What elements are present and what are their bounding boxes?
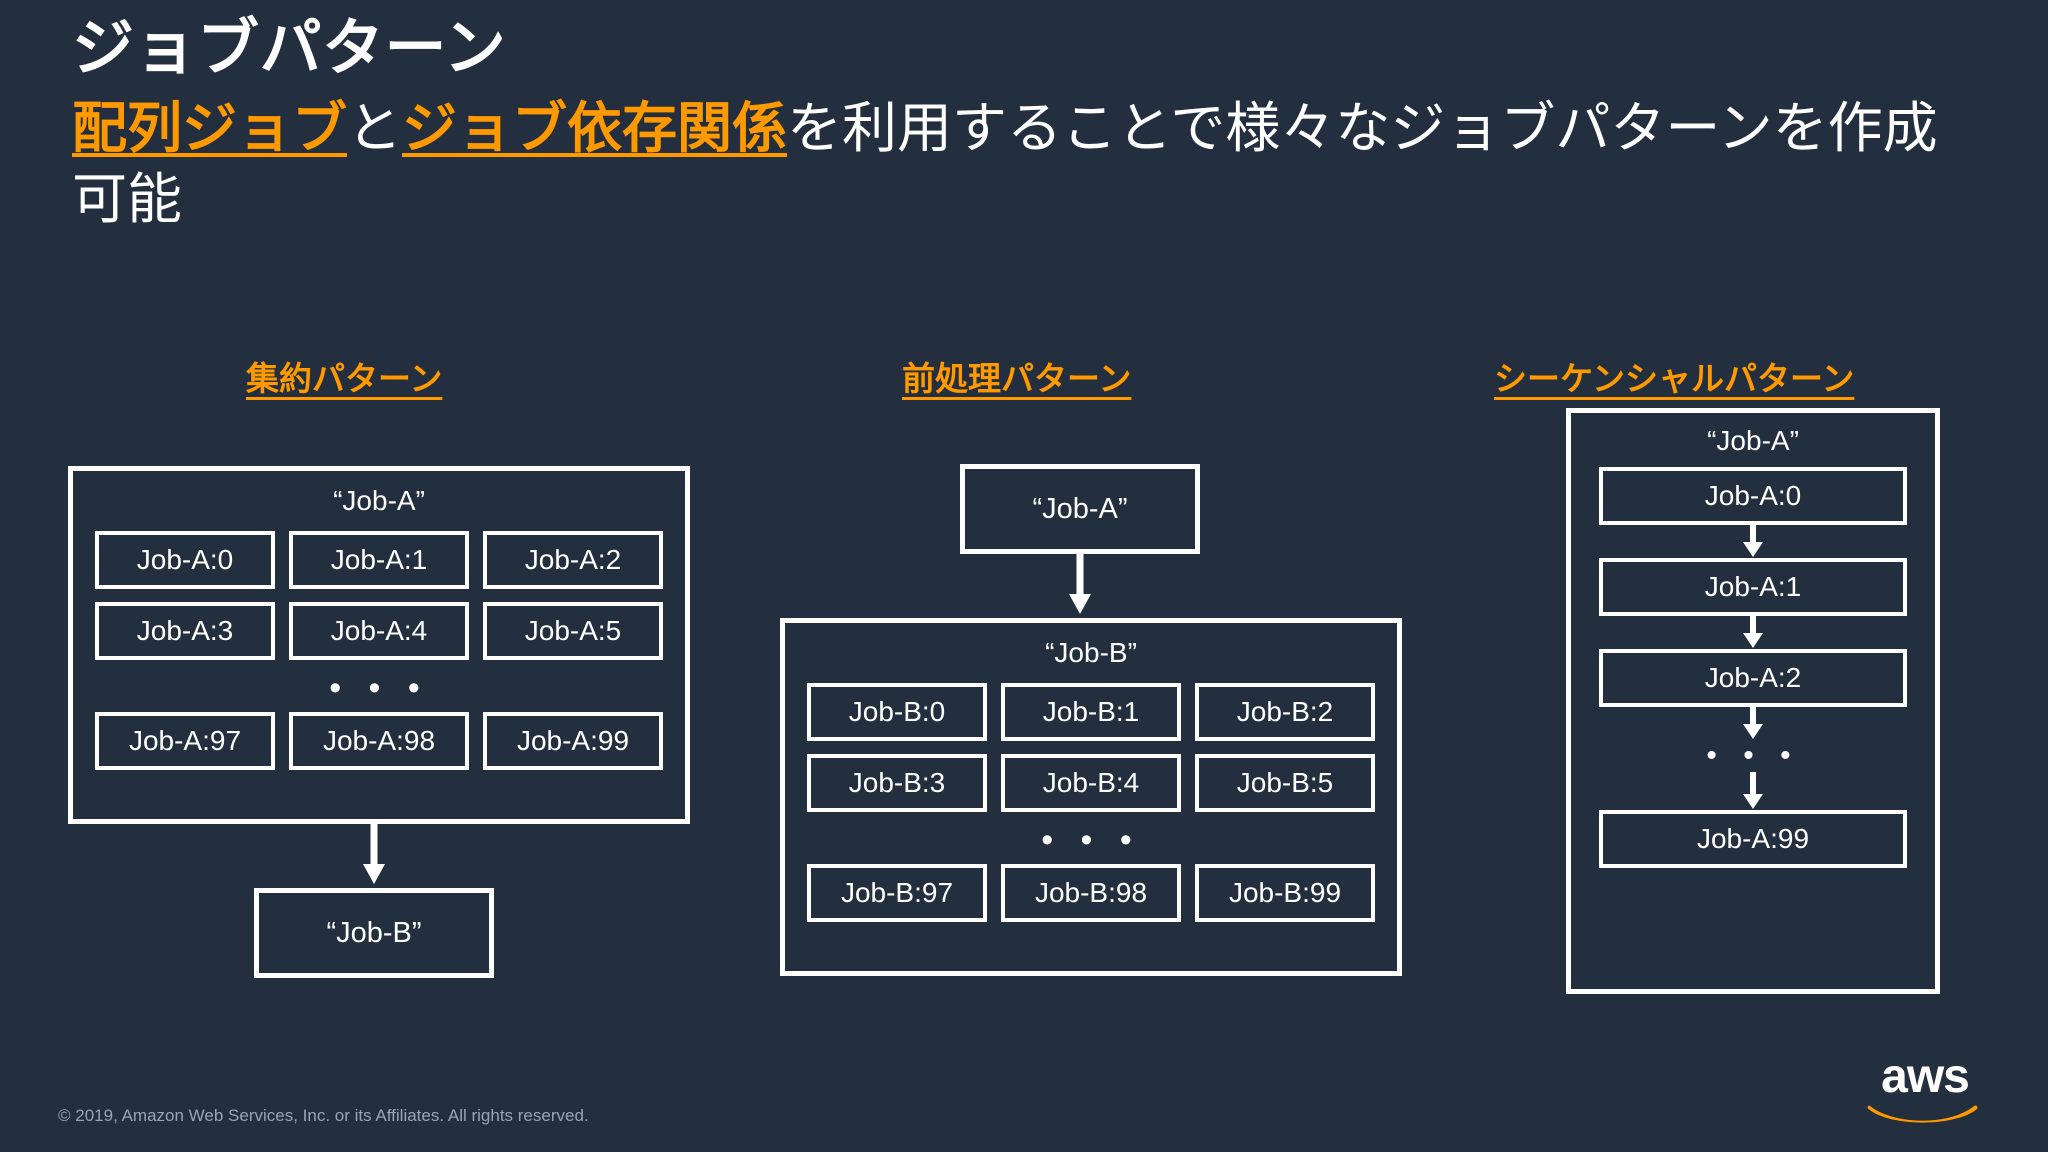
job-box[interactable]: Job-B:1 <box>1001 683 1181 741</box>
seq-job-box[interactable]: Job-A:2 <box>1599 649 1907 707</box>
array-group-job-b: “Job-B” Job-B:0 Job-B:1 Job-B:2 Job-B:3 … <box>780 618 1402 976</box>
amazon-smile-icon <box>1867 1105 1978 1123</box>
job-row-2: Job-B:3 Job-B:4 Job-B:5 <box>807 754 1375 812</box>
arrow-down-icon <box>1069 554 1091 614</box>
source-box-job-a[interactable]: “Job-A” <box>960 464 1200 554</box>
arrow-down-icon <box>1743 525 1763 557</box>
job-box[interactable]: Job-A:5 <box>483 602 663 660</box>
arrow-down-icon <box>1743 772 1763 809</box>
job-box[interactable]: Job-B:98 <box>1001 864 1181 922</box>
job-row-3: Job-B:97 Job-B:98 Job-B:99 <box>807 864 1375 922</box>
ellipsis-indicator: • • • <box>1706 739 1800 772</box>
subtitle-highlight-array-job: 配列ジョブ <box>72 97 348 160</box>
pattern-heading-aggregation: 集約パターン <box>246 360 443 397</box>
arrow-down-icon <box>1743 707 1763 739</box>
job-box[interactable]: Job-B:99 <box>1195 864 1375 922</box>
subtitle-connector: と <box>347 97 403 160</box>
seq-job-box[interactable]: Job-A:0 <box>1599 467 1907 525</box>
group-label-job-b: “Job-B” <box>1045 637 1137 668</box>
page-subtitle: 配列ジョブとジョブ依存関係を利用することで様々なジョブパターンを作成可能 <box>72 93 1972 234</box>
array-group-job-a: “Job-A” Job-A:0 Job-A:1 Job-A:2 Job-A:3 … <box>68 466 690 824</box>
job-row-1: Job-A:0 Job-A:1 Job-A:2 <box>95 531 663 589</box>
job-box[interactable]: Job-A:1 <box>289 531 469 589</box>
job-row-3: Job-A:97 Job-A:98 Job-A:99 <box>95 712 663 770</box>
subtitle-rest: を利用することで様々なジョブパターンを作成可能 <box>72 97 1938 230</box>
footer-copyright: © 2019, Amazon Web Services, Inc. or its… <box>58 1106 589 1125</box>
pattern-heading-sequential: シーケンシャルパターン <box>1494 360 1855 397</box>
target-box-job-b[interactable]: “Job-B” <box>254 888 494 978</box>
job-row-1: Job-B:0 Job-B:1 Job-B:2 <box>807 683 1375 741</box>
aws-wordmark: aws <box>1881 1050 1970 1103</box>
job-box[interactable]: Job-A:98 <box>289 712 469 770</box>
arrow-down-icon <box>1743 616 1763 648</box>
ellipsis-indicator: • • • <box>1041 821 1141 859</box>
job-box[interactable]: Job-A:0 <box>95 531 275 589</box>
job-box[interactable]: Job-B:97 <box>807 864 987 922</box>
job-box[interactable]: Job-B:2 <box>1195 683 1375 741</box>
job-box[interactable]: Job-A:4 <box>289 602 469 660</box>
group-label-job-a: “Job-A” <box>1707 425 1799 456</box>
seq-job-box[interactable]: Job-A:1 <box>1599 558 1907 616</box>
job-box[interactable]: Job-A:99 <box>483 712 663 770</box>
job-box[interactable]: Job-B:0 <box>807 683 987 741</box>
aws-logo: aws <box>1866 1050 1984 1130</box>
ellipsis-indicator: • • • <box>329 669 429 707</box>
slide-header: ジョブパターン 配列ジョブとジョブ依存関係を利用することで様々なジョブパターンを… <box>72 12 1992 234</box>
job-box[interactable]: Job-A:3 <box>95 602 275 660</box>
job-box[interactable]: Job-B:5 <box>1195 754 1375 812</box>
subtitle-highlight-job-dependency: ジョブ依存関係 <box>402 97 788 160</box>
job-box[interactable]: Job-B:4 <box>1001 754 1181 812</box>
seq-job-box[interactable]: Job-A:99 <box>1599 810 1907 868</box>
job-box[interactable]: Job-B:3 <box>807 754 987 812</box>
job-box[interactable]: Job-A:2 <box>483 531 663 589</box>
job-box[interactable]: Job-A:97 <box>95 712 275 770</box>
pattern-heading-preprocess: 前処理パターン <box>902 360 1132 397</box>
array-group-sequential-job-a: “Job-A” Job-A:0 Job-A:1 Job-A:2 • • • Jo… <box>1566 408 1940 994</box>
group-label-job-a: “Job-A” <box>333 485 425 516</box>
job-row-2: Job-A:3 Job-A:4 Job-A:5 <box>95 602 663 660</box>
arrow-down-icon <box>363 824 385 884</box>
page-title: ジョブパターン <box>72 14 507 83</box>
